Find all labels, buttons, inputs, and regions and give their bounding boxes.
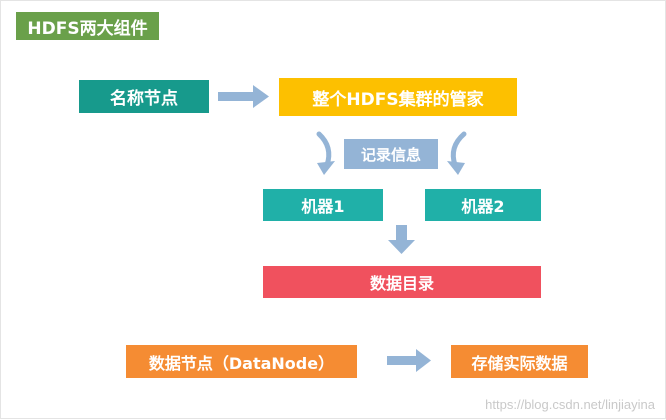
datanode-box: 数据节点（DataNode） (126, 345, 357, 378)
machine-1-box: 机器1 (263, 189, 383, 221)
arrow-down-to-directory (388, 225, 415, 254)
record-info-box: 记录信息 (344, 139, 438, 169)
arrow-namenode-to-manager (218, 85, 269, 108)
curved-arrow-right (447, 131, 467, 175)
title-badge: HDFS两大组件 (16, 12, 159, 40)
watermark-text: https://blog.csdn.net/linjiayina (485, 397, 655, 412)
data-directory-box: 数据目录 (263, 266, 541, 298)
store-data-box: 存储实际数据 (451, 345, 588, 378)
namenode-box: 名称节点 (79, 80, 209, 113)
machine-2-box: 机器2 (425, 189, 541, 221)
curved-arrow-left (316, 131, 335, 175)
arrow-datanode-to-storage (387, 349, 431, 372)
cluster-manager-box: 整个HDFS集群的管家 (279, 78, 517, 116)
